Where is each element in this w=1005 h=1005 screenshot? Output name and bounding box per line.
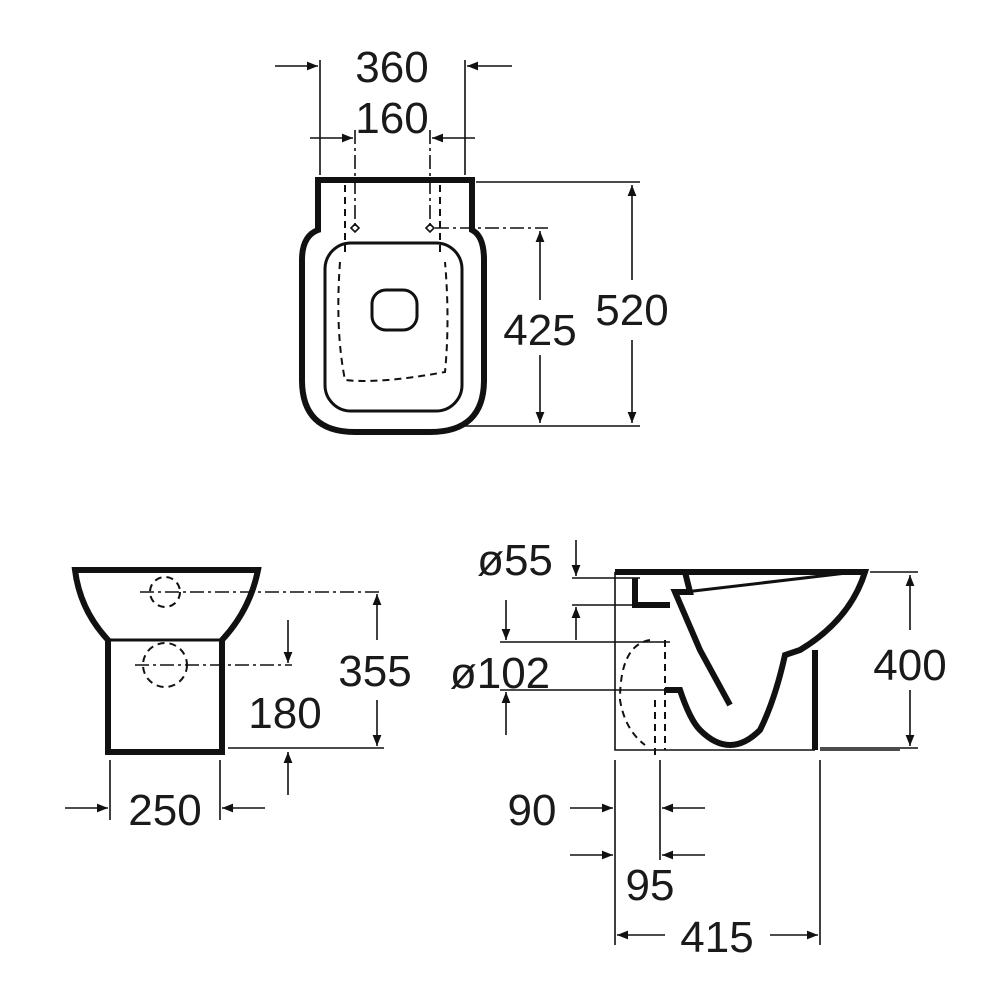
side-view: ø55 ø102 400 90 95 415 xyxy=(450,536,947,962)
fixing-points xyxy=(349,222,436,234)
dim-outlet-diameter-102: ø102 xyxy=(450,649,550,698)
bowl-opening xyxy=(370,288,419,332)
front-view-outline xyxy=(71,567,262,755)
dim-depth-415: 415 xyxy=(680,913,753,962)
dim-width-360: 360 xyxy=(355,43,428,92)
dim-width-250: 250 xyxy=(128,786,201,835)
top-view: 360 160 520 425 xyxy=(275,43,669,435)
dim-height-355: 355 xyxy=(338,647,411,696)
dim-inlet-diameter-55: ø55 xyxy=(477,536,553,585)
dim-height-180: 180 xyxy=(248,689,321,738)
dim-height-400: 400 xyxy=(873,641,946,690)
dim-offset-90: 90 xyxy=(508,786,557,835)
seat-outline xyxy=(323,241,464,413)
hidden-seat-lines xyxy=(337,185,449,382)
dim-fixing-160: 160 xyxy=(355,94,428,143)
side-view-base xyxy=(614,572,900,751)
dim-depth-520: 520 xyxy=(595,286,668,335)
inlet-hidden xyxy=(149,576,181,608)
dim-fixing-425: 425 xyxy=(503,306,576,355)
dim-offset-95: 95 xyxy=(626,861,675,910)
front-view: 355 180 250 xyxy=(65,567,412,835)
top-view-outline xyxy=(299,177,487,435)
